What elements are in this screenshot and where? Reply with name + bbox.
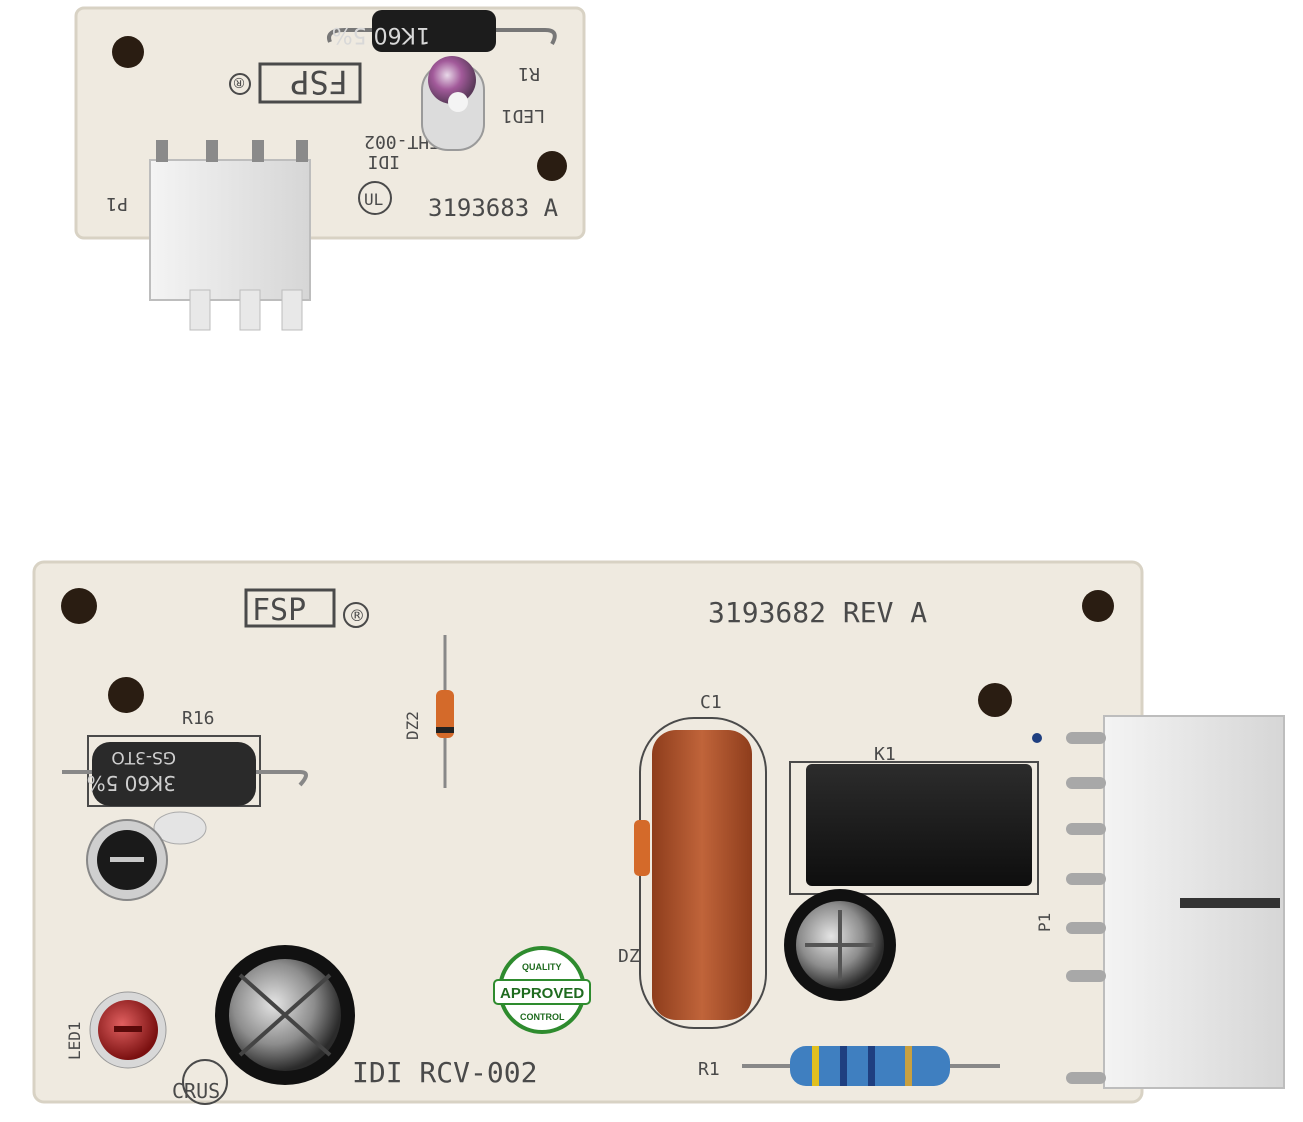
svg-text:CONTROL: CONTROL: [520, 1012, 565, 1022]
bottom-part-number: 3193682 REV A: [708, 596, 927, 629]
svg-text:APPROVED: APPROVED: [500, 985, 584, 1002]
bottom-model: IDI RCV-002: [352, 1056, 537, 1089]
ul-crus-mark: CRUS: [172, 1059, 228, 1105]
svg-text:QUALITY: QUALITY: [522, 962, 562, 972]
mounting-hole: [112, 36, 144, 68]
top-p1-label: P1: [106, 193, 128, 214]
top-r1-label: R1: [518, 63, 540, 84]
bottom-registered-mark: ®: [349, 606, 365, 625]
top-part-number: 3193683 A: [428, 194, 559, 222]
led1-label: LED1: [65, 1021, 84, 1060]
mounting-hole: [108, 677, 144, 713]
relay-k1: [806, 764, 1032, 886]
bottom-fsp-logo-box: [244, 588, 336, 628]
p1-label: P1: [1035, 913, 1054, 932]
top-fsp-logo: FSP: [290, 63, 348, 101]
electrolytic-capacitor-large: [215, 945, 355, 1085]
top-board: 1K60 5% FSP ® R1 LED1 EHT-002 IDI P1 UL …: [74, 6, 586, 331]
led1-red: [89, 991, 167, 1069]
ir-receiver: [86, 811, 207, 901]
bottom-fsp-logo: FSP: [252, 593, 306, 628]
mounting-hole: [61, 588, 97, 624]
resistor-r1: [742, 1046, 1000, 1086]
top-led: [421, 56, 485, 151]
bottom-board: FSP ® 3193682 REV A DZ2 R16 GS-3TO 3K60 …: [32, 560, 1285, 1105]
quality-approved-stamp: QUALITY APPROVED CONTROL: [493, 946, 591, 1034]
zener-dz2: [436, 635, 454, 788]
dz-label: DZ: [618, 946, 640, 967]
top-resistor-marking: 1K60 5%: [332, 22, 430, 47]
k1-label: K1: [874, 744, 896, 765]
top-resistor: 1K60 5%: [327, 10, 557, 52]
top-connector: [149, 140, 311, 331]
mounting-hole: [978, 683, 1012, 717]
top-registered-mark: ®: [232, 74, 246, 90]
mounting-hole: [1082, 590, 1114, 622]
c1-label: C1: [700, 692, 722, 713]
mounting-hole: [537, 151, 567, 181]
top-led1-label: LED1: [502, 105, 545, 126]
resistor-r16-marking-1: GS-3TO: [111, 747, 176, 767]
top-model-line1: EHT-002: [364, 131, 440, 152]
r16-label: R16: [182, 708, 215, 729]
top-fsp-logo-box: [258, 62, 362, 104]
resistor-r16-marking-2: 3K60 5%: [87, 771, 176, 795]
r1-label: R1: [698, 1059, 720, 1080]
svg-text:UL: UL: [364, 190, 383, 209]
resistor-r16: GS-3TO 3K60 5%: [62, 742, 308, 806]
top-model-line2: IDI: [367, 151, 400, 172]
svg-text:CRUS: CRUS: [172, 1079, 220, 1103]
dz2-label: DZ2: [403, 711, 422, 740]
top-ul-mark: UL: [358, 181, 392, 215]
electrolytic-capacitor-small: [784, 889, 896, 1001]
film-capacitor-c1: [634, 730, 752, 1020]
connector-p1: [1066, 715, 1285, 1089]
